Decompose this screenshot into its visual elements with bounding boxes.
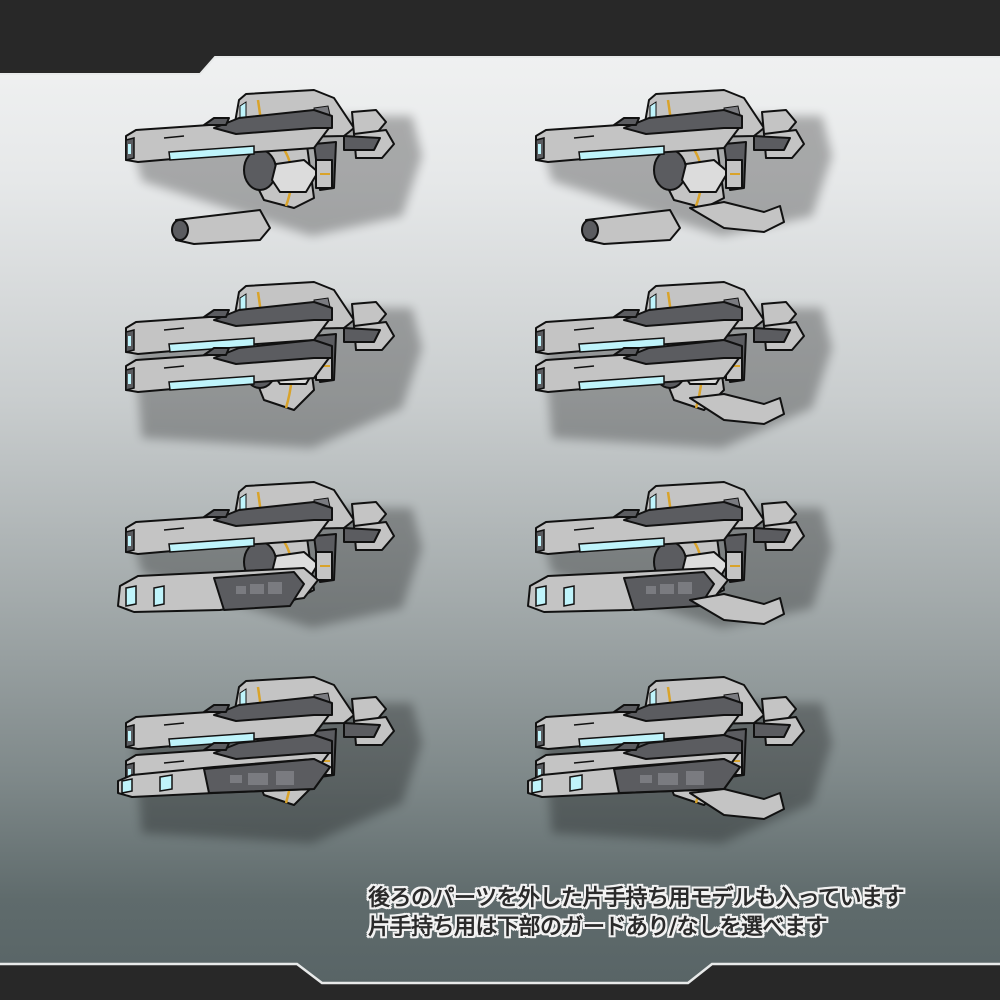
lower-guard (689, 788, 785, 820)
lower-guard (689, 593, 785, 625)
barrel (535, 301, 743, 355)
weapon-render-double-barrel (125, 281, 422, 448)
caption-line-1: 後ろのパーツを外した片手持ち用モデルも入っています (368, 886, 904, 911)
caption-line-2: 片手持ち用は下部のガードあり/なしを選べます (368, 915, 828, 940)
weapon-variant-barrel-underslung-guard (474, 470, 874, 670)
weapon-variant-double-barrel (64, 270, 464, 470)
lower-guard (689, 393, 785, 425)
weapon-variant-single-barrel (64, 78, 464, 278)
weapon-variant-single-barrel-guard (474, 78, 874, 278)
weapon-render-single-barrel (125, 89, 422, 245)
lower-stock (581, 209, 681, 245)
weapon-render-double-barrel-guard (535, 281, 832, 448)
core (243, 137, 333, 209)
barrel (125, 696, 333, 750)
barrel (125, 301, 333, 355)
weapon-render-full-assembly (117, 676, 422, 843)
barrel (535, 501, 743, 555)
caption: 後ろのパーツを外した片手持ち用モデルも入っています 片手持ち用は下部のガードあり… (368, 884, 988, 942)
barrel (535, 109, 743, 163)
weapon-render-full-assembly-guard (527, 676, 832, 843)
underslung-launcher (117, 567, 319, 613)
lower-stock (171, 209, 271, 245)
weapon-render-single-barrel-guard (535, 89, 832, 245)
side-cannon (117, 758, 331, 798)
barrel (125, 109, 333, 163)
weapon-variant-full-assembly (64, 665, 464, 865)
barrel (125, 501, 333, 555)
weapon-render-barrel-underslung-guard (527, 481, 832, 628)
side-cannon (527, 758, 741, 798)
underslung-launcher (527, 567, 729, 613)
weapon-variant-full-assembly-guard (474, 665, 874, 865)
barrel (535, 696, 743, 750)
weapon-variant-double-barrel-guard (474, 270, 874, 470)
barrel (535, 339, 743, 393)
lower-guard (689, 201, 785, 233)
weapon-render-barrel-underslung (117, 481, 422, 628)
barrel (125, 339, 333, 393)
weapon-variant-barrel-underslung (64, 470, 464, 670)
